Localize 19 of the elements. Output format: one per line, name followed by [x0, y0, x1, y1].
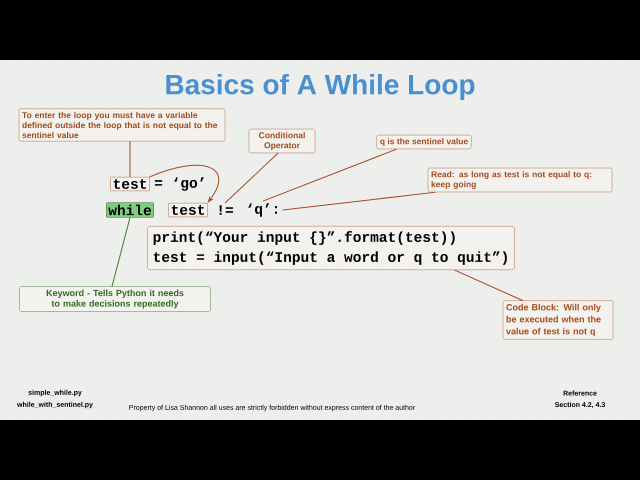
leader-line	[112, 217, 130, 287]
callout-box: To enter the loop you must have a variable defined outside the loop that is not equal to the sentinel value	[18, 108, 226, 142]
variable-box: test	[110, 176, 150, 192]
callout-box: Read: as long as test is not equal to q: keep going	[428, 168, 612, 192]
callout-box: q is the sentinel value	[376, 134, 472, 150]
code-text: = ‘go’	[154, 177, 204, 191]
code-block: print(“Your input {}”.format(test)) test = input(“Input a word or q to quit”)	[147, 226, 515, 270]
leader-line	[454, 270, 524, 302]
leader-line	[262, 148, 398, 202]
callout-box: Conditional Operator	[248, 128, 316, 154]
callout-box: Keyword - Tells Python it needs to make decisions repeatedly	[19, 286, 211, 312]
operator-text: !=	[220, 205, 233, 215]
callout-box: Code Block: Will only be executed when the value of test is not q	[502, 300, 614, 340]
variable-box: test	[168, 202, 208, 218]
keyword-box: while	[106, 202, 154, 218]
value-text: ‘q’:	[248, 203, 278, 217]
leader-line	[224, 152, 278, 204]
leader-line	[282, 192, 436, 210]
title: Basics of A While Loop	[166, 74, 474, 100]
